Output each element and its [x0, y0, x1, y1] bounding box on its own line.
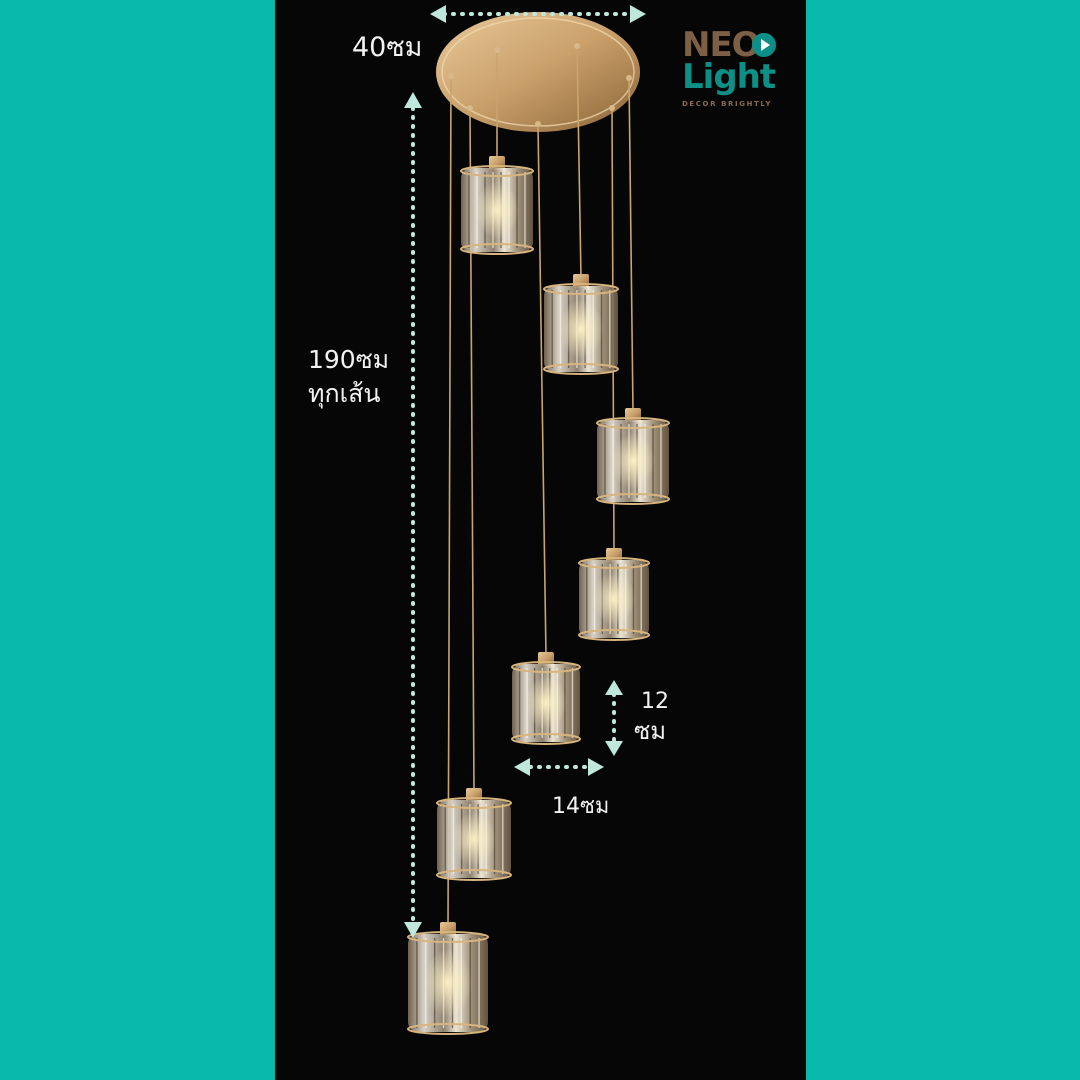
- cord: [447, 75, 452, 927]
- crystal-pendant: [511, 652, 581, 745]
- logo-wordmark-bottom: Light: [682, 57, 776, 97]
- shade-height-unit: ซม: [634, 717, 667, 745]
- shade-width-arrow: [514, 758, 604, 776]
- cord-anchor: [467, 105, 473, 111]
- cord-anchor: [626, 75, 632, 81]
- shade-height-arrow: [605, 680, 623, 756]
- dimension-arrows: [404, 5, 646, 938]
- logo-wordmark-top: NEO: [682, 25, 761, 65]
- pendants: [407, 156, 670, 1035]
- cord-anchor: [494, 47, 500, 53]
- cord-anchor: [609, 105, 615, 111]
- cord-anchor: [535, 121, 541, 127]
- shade-height-value: 12: [641, 689, 669, 714]
- crystal-pendant: [543, 274, 619, 375]
- cord: [576, 45, 582, 279]
- cord: [537, 123, 547, 657]
- canopy-diameter-label: 40ซม: [352, 32, 423, 63]
- shade-width-label: 14ซม: [552, 794, 610, 819]
- logo-tagline: DECOR BRIGHTLY: [682, 100, 773, 108]
- crystal-pendant: [407, 922, 489, 1035]
- crystal-pendant: [460, 156, 534, 255]
- ceiling-canopy: [436, 12, 640, 132]
- cord-length-label: 190ซม: [308, 345, 390, 374]
- crystal-pendant: [578, 548, 650, 641]
- photo-panel: [275, 0, 806, 1080]
- cord-anchor: [448, 73, 454, 79]
- cord-length-note: ทุกเส้น: [308, 379, 381, 408]
- brand-logo: NEO Light DECOR BRIGHTLY: [680, 28, 780, 113]
- crystal-pendant: [596, 408, 670, 505]
- play-icon: [752, 33, 776, 57]
- crystal-pendant: [436, 788, 512, 881]
- canopy-width-arrow: [430, 5, 646, 23]
- cord-length-arrow: [404, 92, 422, 938]
- cord-anchor: [574, 43, 580, 49]
- cord: [628, 77, 634, 413]
